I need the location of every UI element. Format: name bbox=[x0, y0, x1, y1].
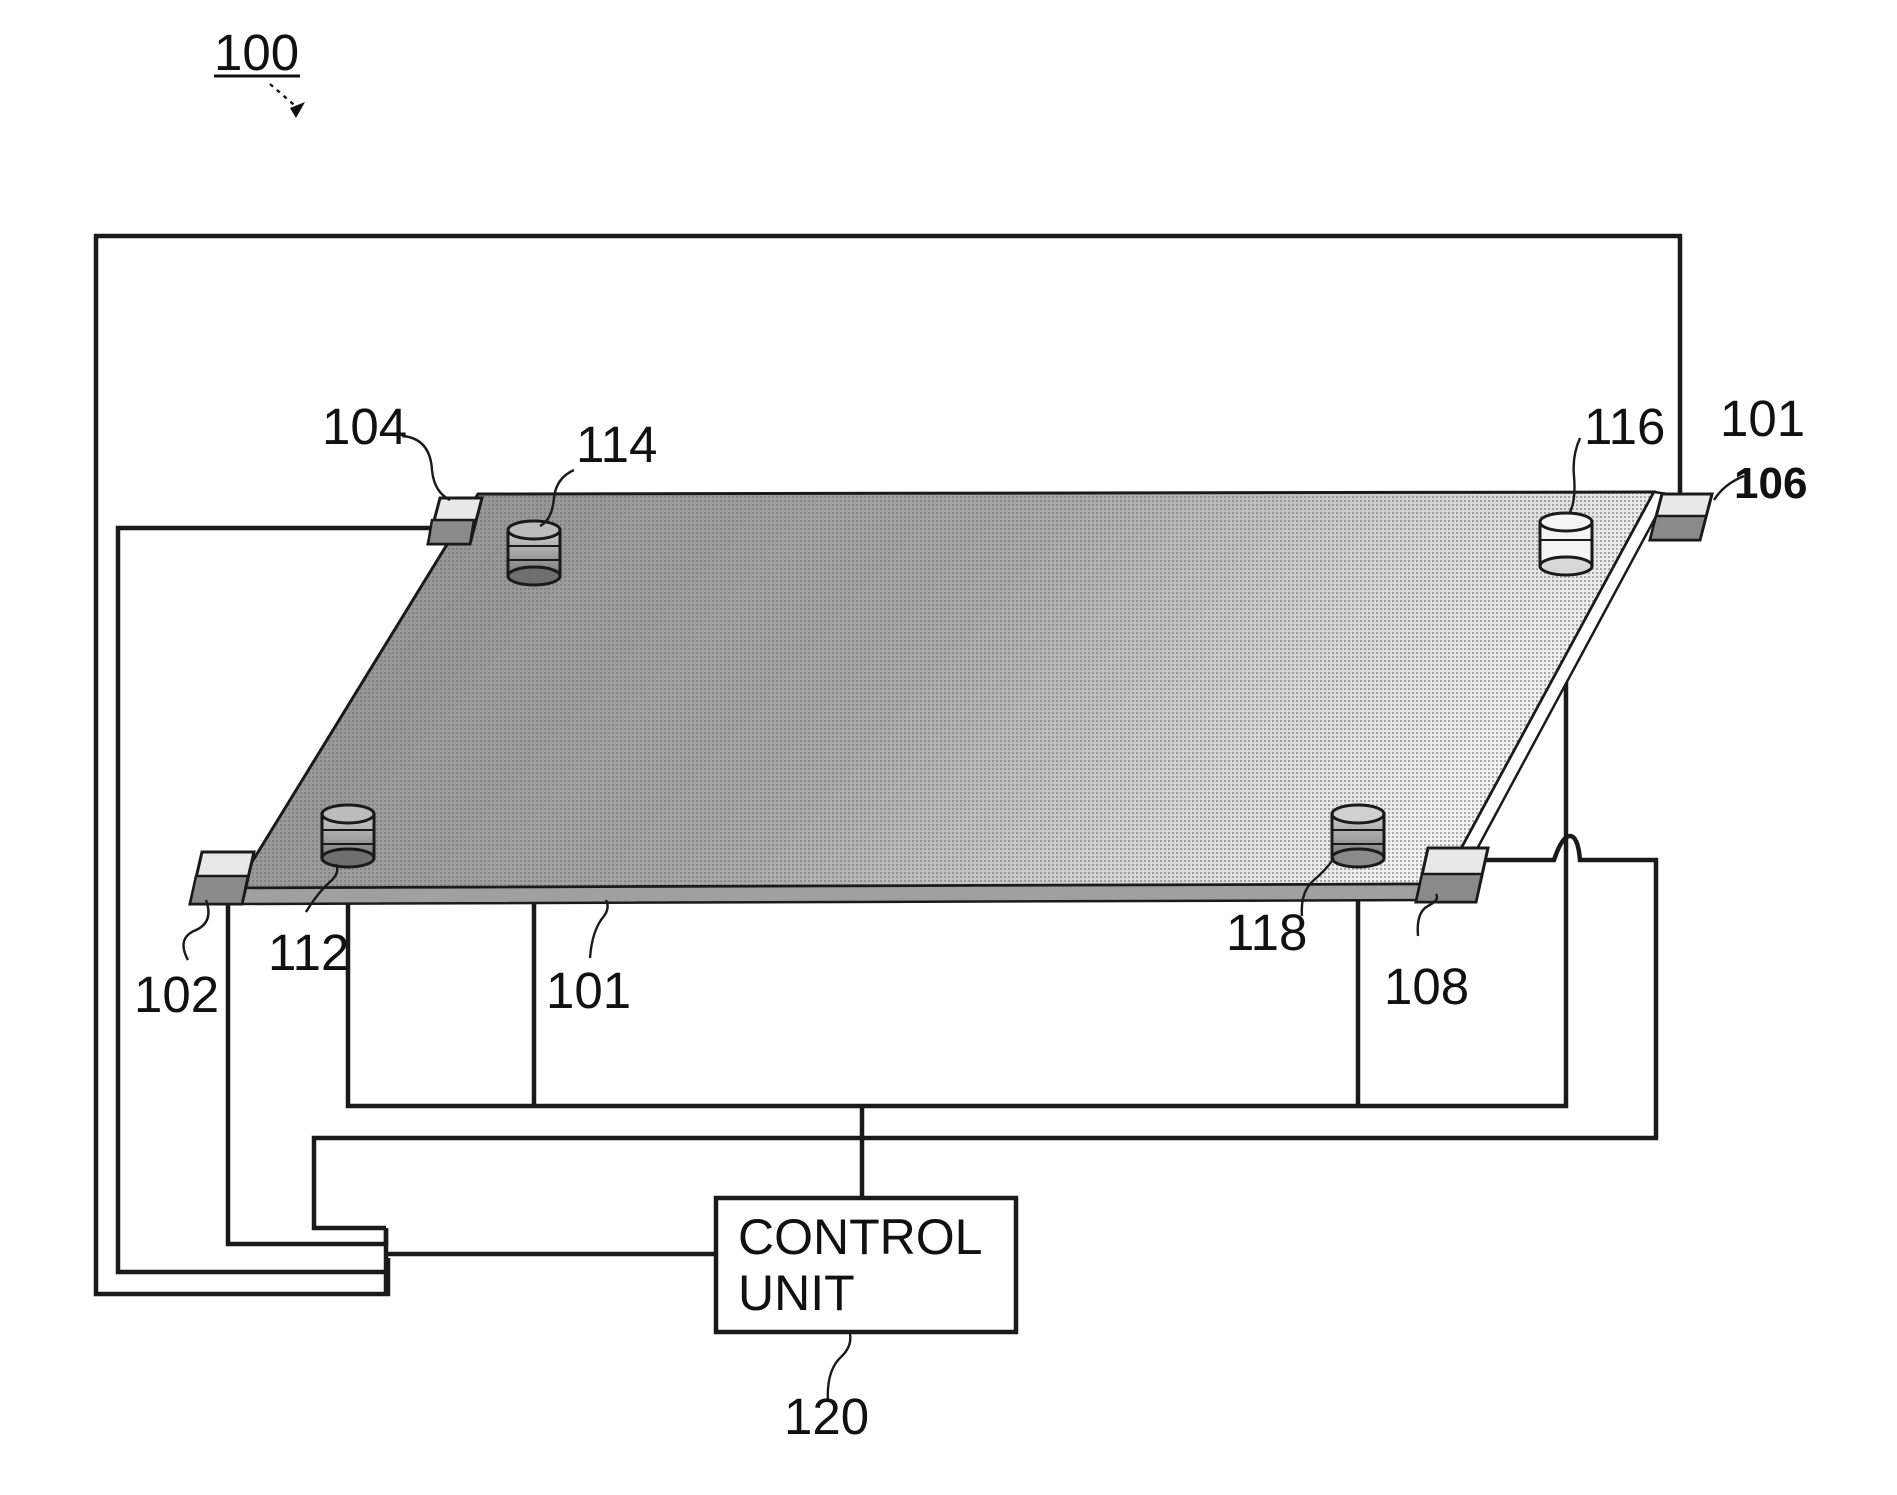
figure-number: 100 bbox=[214, 24, 299, 81]
figure-reference: 100 bbox=[214, 24, 305, 118]
emitter-102 bbox=[190, 852, 254, 904]
sensor-112 bbox=[322, 805, 374, 867]
control-unit-line1: CONTROL bbox=[738, 1209, 982, 1265]
label-116: 116 bbox=[1584, 398, 1665, 455]
label-108: 108 bbox=[1384, 958, 1469, 1015]
label-104: 104 bbox=[322, 398, 407, 455]
label-102: 102 bbox=[134, 966, 219, 1023]
label-112: 112 bbox=[268, 924, 349, 981]
sensor-114 bbox=[508, 521, 560, 585]
label-106: 106 bbox=[1734, 459, 1807, 508]
label-118: 118 bbox=[1226, 904, 1307, 961]
sensor-118 bbox=[1332, 805, 1384, 867]
control-unit-line2: UNIT bbox=[738, 1265, 855, 1321]
label-101-bottom: 101 bbox=[546, 962, 631, 1019]
touch-panel bbox=[236, 492, 1668, 904]
label-120: 120 bbox=[784, 1388, 869, 1445]
emitter-108 bbox=[1416, 848, 1488, 902]
emitter-106 bbox=[1650, 494, 1712, 540]
sensor-116 bbox=[1540, 513, 1592, 575]
label-114: 114 bbox=[576, 416, 657, 473]
label-101-right: 101 bbox=[1720, 390, 1805, 447]
control-unit: CONTROL UNIT bbox=[716, 1198, 1016, 1332]
